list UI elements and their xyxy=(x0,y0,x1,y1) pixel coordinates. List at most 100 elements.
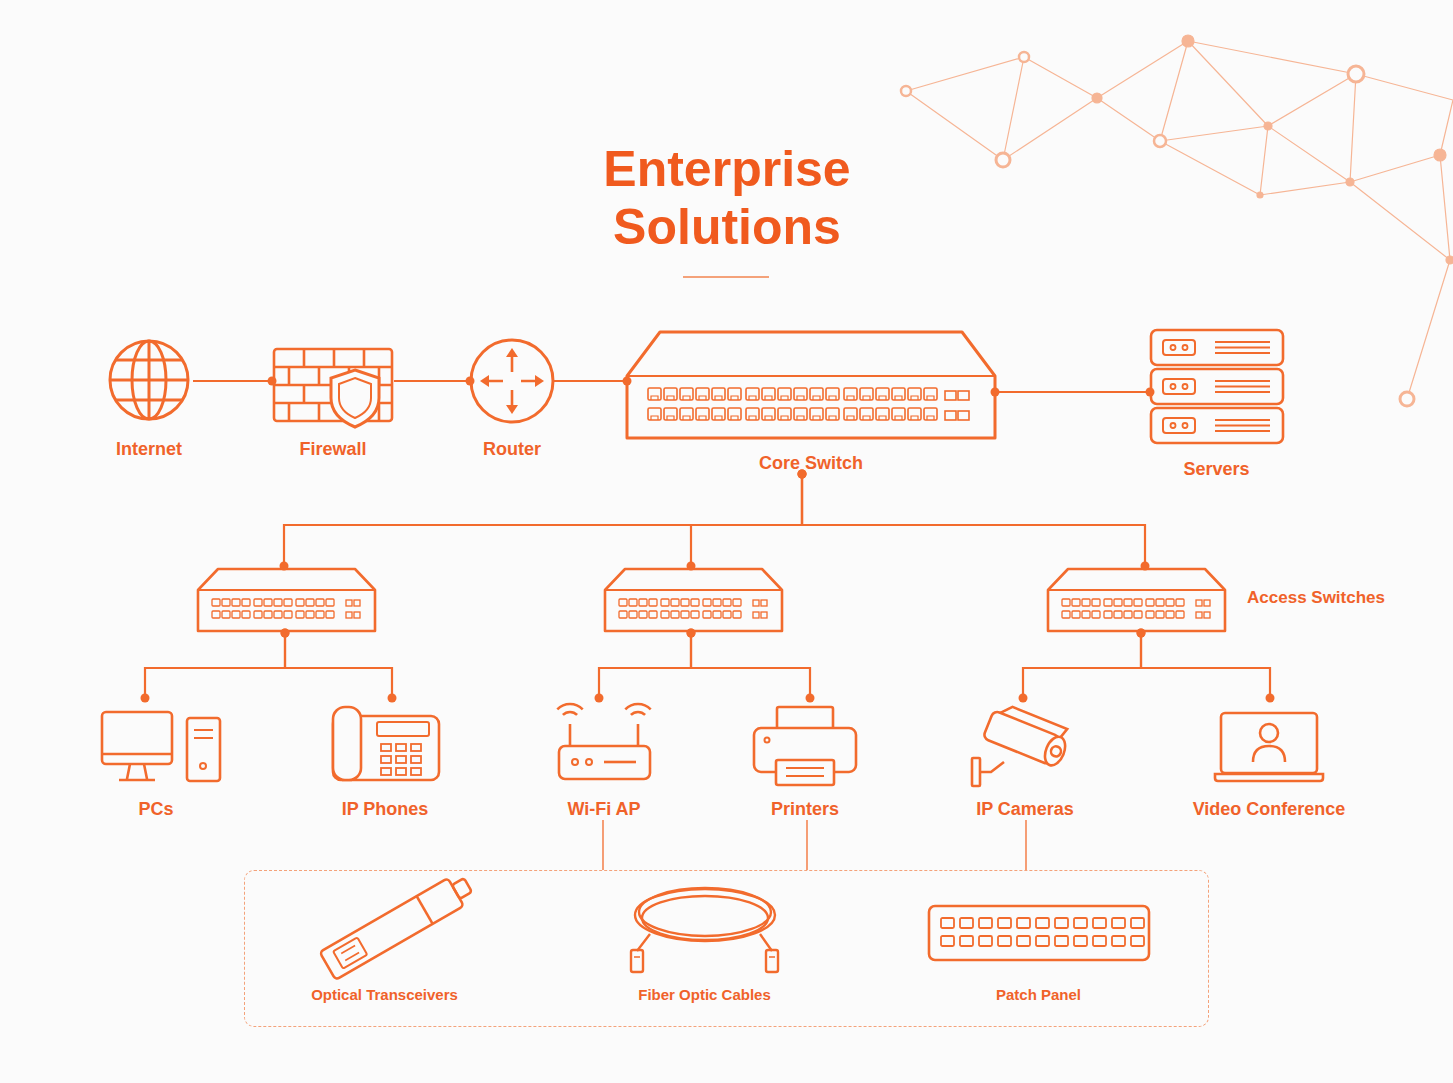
ip-camera-icon xyxy=(1049,745,1062,758)
constellation-decoration xyxy=(1092,93,1102,103)
network-link xyxy=(145,633,285,698)
printer-icon xyxy=(754,707,856,785)
network-node: Firewall xyxy=(272,345,394,460)
servers-icon xyxy=(1183,384,1188,389)
constellation-decoration xyxy=(901,35,1453,406)
servers-icon xyxy=(1151,330,1283,365)
patch-panel-icon xyxy=(941,936,1144,946)
network-node: IP Cameras xyxy=(960,698,1090,820)
router-icon xyxy=(471,340,553,422)
core-switch-icon xyxy=(648,408,741,420)
node-label: Wi-Fi AP xyxy=(544,798,664,821)
firewall-icon xyxy=(274,349,392,427)
ip-phone-icon xyxy=(377,722,429,736)
servers-icon xyxy=(1163,340,1195,355)
network-link xyxy=(602,820,603,870)
servers-icon xyxy=(1171,423,1176,428)
fiber-cable-icon xyxy=(631,888,778,972)
router-icon xyxy=(486,354,538,408)
network-link xyxy=(285,633,392,698)
title-underline xyxy=(683,276,769,278)
node-label: Fiber Optic Cables xyxy=(615,986,795,1005)
core-switch-icon xyxy=(945,411,956,420)
pc-icon xyxy=(102,712,220,781)
node-label: IP Phones xyxy=(320,798,450,821)
connector-dot xyxy=(806,694,815,703)
servers-icon xyxy=(1171,345,1176,350)
network-link xyxy=(1141,633,1270,698)
constellation-decoration xyxy=(1434,149,1446,161)
connector-dot xyxy=(687,562,696,571)
core-switch-icon xyxy=(844,388,937,400)
optical-transceiver-icon xyxy=(417,896,433,924)
servers-icon xyxy=(1171,384,1176,389)
core-switch-icon xyxy=(746,408,839,420)
network-node xyxy=(605,566,782,633)
network-link xyxy=(691,474,802,566)
video-conference-icon xyxy=(1253,746,1285,762)
router-icon xyxy=(480,375,489,387)
servers-icon xyxy=(1151,408,1283,443)
wifi-ap-icon xyxy=(557,704,650,779)
connector-dot xyxy=(388,694,397,703)
optical-transceiver-icon xyxy=(320,871,476,980)
printer-icon xyxy=(786,768,824,776)
fiber-cable-icon xyxy=(642,896,768,940)
constellation-decoration xyxy=(1264,122,1272,130)
network-link xyxy=(193,380,272,382)
constellation-decoration xyxy=(1346,178,1354,186)
constellation-decoration xyxy=(1182,35,1194,47)
constellation-decoration xyxy=(906,41,1453,399)
constellation-decoration xyxy=(1154,135,1166,147)
node-label: PCs xyxy=(90,798,222,821)
connector-dot xyxy=(281,629,290,638)
servers-icon xyxy=(1151,330,1283,443)
printer-icon xyxy=(776,760,834,785)
component-group-box: Optical Transceivers Fiber Optic Cables Pa… xyxy=(244,870,1209,1027)
network-node xyxy=(198,566,375,633)
node-label: Optical Transceivers xyxy=(295,986,475,1005)
constellation-decoration xyxy=(1400,392,1414,406)
ip-phone-icon xyxy=(396,768,406,775)
connector-dot xyxy=(1019,694,1028,703)
network-node: Patch Panel xyxy=(924,880,1154,1005)
pc-icon xyxy=(194,730,213,738)
network-node: Internet xyxy=(105,338,193,460)
network-link xyxy=(1023,633,1141,698)
internet-globe-icon xyxy=(110,341,188,419)
fiber-cable-icon xyxy=(766,950,778,972)
core-switch-icon xyxy=(958,391,969,400)
connector-dot xyxy=(280,562,289,571)
patch-panel-icon xyxy=(929,906,1149,960)
patch-panel-icon xyxy=(929,906,1149,960)
node-label: Access Switches xyxy=(1247,587,1385,608)
connector-dot xyxy=(1137,629,1146,638)
constellation-decoration xyxy=(996,153,1010,167)
servers-icon xyxy=(1163,379,1195,394)
internet-globe-icon xyxy=(110,341,188,419)
connector-dot xyxy=(1137,629,1146,638)
internet-globe-icon xyxy=(110,341,188,419)
network-link xyxy=(599,633,691,698)
node-label: Servers xyxy=(1150,458,1283,481)
fiber-cable-icon xyxy=(631,950,643,972)
ip-phone-icon xyxy=(411,756,421,763)
connector-dot xyxy=(1146,388,1155,397)
printer-icon xyxy=(765,738,770,743)
ip-phone-icon xyxy=(381,768,391,775)
network-node: Printers xyxy=(745,698,865,820)
node-label: Router xyxy=(470,438,554,461)
wifi-ap-icon xyxy=(586,759,592,765)
ip-phone-icon xyxy=(333,707,439,780)
ip-camera-icon xyxy=(983,701,1073,768)
ip-camera-icon xyxy=(972,758,980,786)
ip-phone-icon xyxy=(381,744,421,775)
network-link xyxy=(806,820,807,870)
servers-icon xyxy=(1215,420,1270,431)
node-label: Internet xyxy=(105,438,193,461)
ip-phone-icon xyxy=(381,756,391,763)
connector-dot xyxy=(141,694,150,703)
servers-icon xyxy=(1151,369,1283,404)
